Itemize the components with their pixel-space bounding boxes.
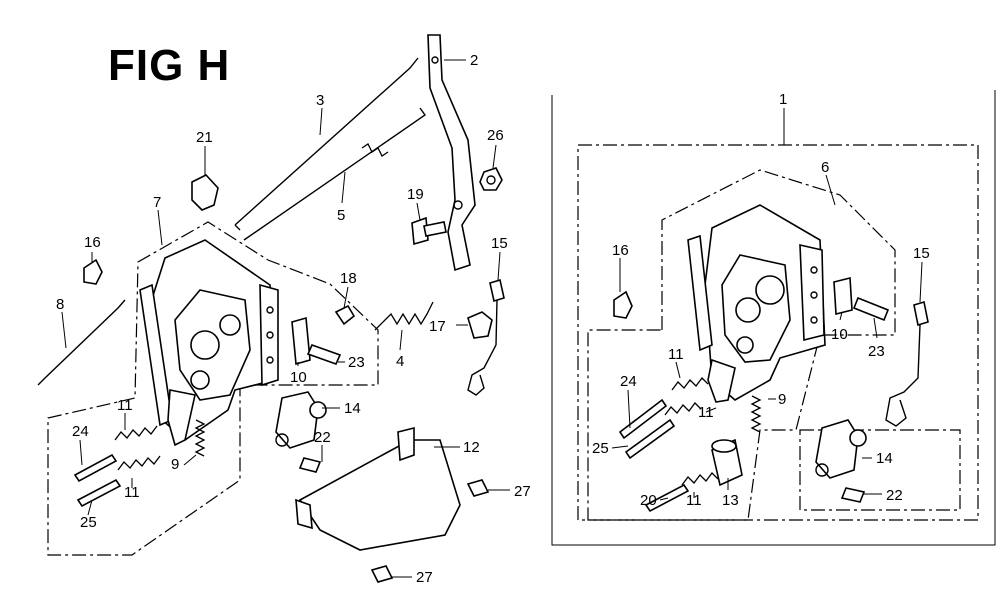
label-16-left: 16 xyxy=(84,234,101,251)
bolt-25-left xyxy=(76,478,122,508)
cable-15-left xyxy=(467,278,505,396)
cover-12 xyxy=(295,426,461,551)
spring-11-right-b xyxy=(664,402,702,416)
spring-4 xyxy=(374,301,434,331)
label-9-left: 9 xyxy=(171,456,179,473)
label-11-left-lower: 11 xyxy=(124,484,140,501)
label-24-left: 24 xyxy=(72,423,89,440)
label-25-left: 25 xyxy=(80,514,97,531)
right-assembly xyxy=(551,90,996,546)
label-14-right: 14 xyxy=(876,450,893,467)
clip-16-right xyxy=(613,290,633,319)
label-1: 1 xyxy=(779,91,787,108)
bolt-27-lower xyxy=(370,565,394,583)
label-22-left: 22 xyxy=(314,429,331,446)
assembly-6-boundary xyxy=(587,169,896,521)
label-27-lower: 27 xyxy=(416,569,433,586)
label-11-right-b: 11 xyxy=(698,404,714,421)
part-labels: 2 3 21 26 7 19 5 16 15 18 8 17 4 23 10 1… xyxy=(56,52,930,586)
assembly-1-boundary xyxy=(577,144,979,521)
nut-26 xyxy=(479,167,503,191)
label-11-right-c: 11 xyxy=(686,492,702,509)
bracket-10-left xyxy=(291,316,311,366)
label-22-right: 22 xyxy=(886,487,903,504)
assembly-right-lower-boundary xyxy=(799,429,961,511)
bolt-23-left xyxy=(306,343,342,366)
label-16-right: 16 xyxy=(612,242,629,259)
bracket-10-right xyxy=(833,276,853,316)
bolt-25-right xyxy=(624,418,676,460)
label-10-right: 10 xyxy=(831,326,848,343)
spring-11-right-a xyxy=(671,377,709,391)
bolt-18 xyxy=(334,304,356,326)
rod-5 xyxy=(243,107,426,241)
bolt-24-right xyxy=(618,398,668,440)
label-9-right: 9 xyxy=(778,391,786,408)
switch-14-left xyxy=(275,391,327,449)
lever-2 xyxy=(427,34,476,272)
label-4: 4 xyxy=(396,353,404,370)
bolt-24-left xyxy=(73,453,118,483)
label-8: 8 xyxy=(56,296,64,313)
cable-15-right xyxy=(885,300,929,427)
sleeve-13 xyxy=(711,438,743,487)
label-5: 5 xyxy=(337,207,345,224)
label-14-left: 14 xyxy=(344,400,361,417)
label-11-left-upper: 11 xyxy=(117,397,133,414)
label-21: 21 xyxy=(196,129,213,146)
figure-title: FIG H xyxy=(108,41,231,90)
label-15-right: 15 xyxy=(913,245,930,262)
control-base-plate-right xyxy=(687,204,826,403)
label-13: 13 xyxy=(722,492,739,509)
rod-8 xyxy=(37,299,126,386)
label-11-right-a: 11 xyxy=(668,346,684,363)
label-20: 20 xyxy=(640,492,657,509)
label-27-upper: 27 xyxy=(514,483,531,500)
label-15-left: 15 xyxy=(491,235,508,252)
label-26: 26 xyxy=(487,127,504,144)
bolt-23-right xyxy=(852,296,890,322)
label-12: 12 xyxy=(463,439,480,456)
assembly-1-frame xyxy=(551,90,996,546)
spring-9-right xyxy=(750,395,762,433)
rod-3 xyxy=(234,57,419,231)
label-17: 17 xyxy=(429,318,446,335)
spring-11-left-upper xyxy=(114,425,158,441)
leader-lines xyxy=(61,59,923,578)
label-3: 3 xyxy=(316,92,324,109)
clip-21 xyxy=(191,174,219,211)
label-24-right: 24 xyxy=(620,373,637,390)
clamp-17 xyxy=(467,311,493,339)
label-23-right: 23 xyxy=(868,343,885,360)
bolt-19 xyxy=(411,216,447,246)
label-19: 19 xyxy=(407,186,424,203)
control-base-plate xyxy=(139,239,279,447)
switch-14-right xyxy=(815,419,867,479)
label-23-left: 23 xyxy=(348,354,365,371)
left-assembly xyxy=(37,34,505,583)
label-10-left: 10 xyxy=(290,369,307,386)
bolt-27-upper xyxy=(466,479,490,497)
label-18: 18 xyxy=(340,270,357,287)
label-25-right: 25 xyxy=(592,440,609,457)
label-7: 7 xyxy=(153,194,161,211)
label-2: 2 xyxy=(470,52,478,69)
spring-9-left xyxy=(194,419,206,457)
clip-16-left xyxy=(83,258,103,285)
bolt-22-right xyxy=(840,487,866,503)
label-6: 6 xyxy=(821,159,829,176)
bolt-22-left xyxy=(298,457,322,473)
spring-11-right-c xyxy=(681,472,719,486)
spring-11-left-lower xyxy=(117,455,161,471)
